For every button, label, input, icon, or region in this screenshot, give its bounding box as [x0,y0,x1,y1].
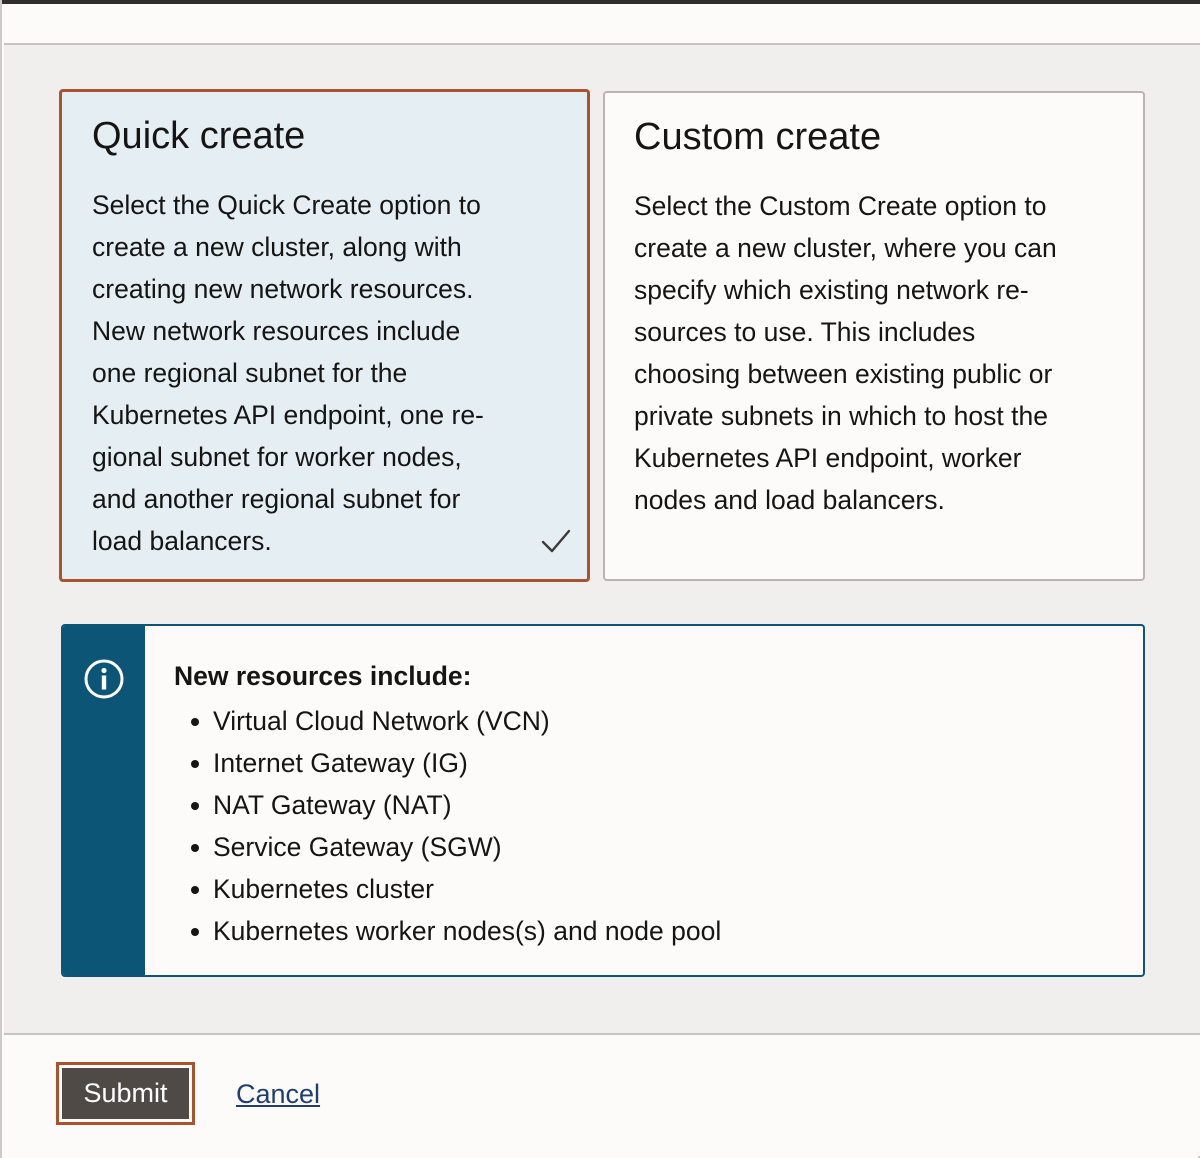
checkmark-icon [541,529,571,553]
custom-create-description: Select the Custom Create option to creat… [634,191,1057,515]
info-stripe [63,626,145,975]
custom-create-option[interactable]: Custom create Select the Custom Create o… [603,91,1145,581]
resource-list-item: Internet Gateway (IG) [190,742,721,784]
resource-list-item: NAT Gateway (NAT) [190,784,721,826]
resource-list-item: Kubernetes worker nodes(s) and node pool [190,910,721,952]
resource-list-item: Virtual Cloud Network (VCN) [190,700,721,742]
info-message: New resources include: Virtual Cloud Net… [61,624,1145,977]
custom-create-title: Custom create [634,116,882,158]
info-icon [84,659,124,699]
info-heading: New resources include: [174,661,472,691]
quick-create-option[interactable]: Quick create Select the Quick Create opt… [59,89,590,582]
resource-list-item: Service Gateway (SGW) [190,826,721,868]
quick-create-title: Quick create [92,115,306,157]
submit-button-label: Submit [62,1068,189,1119]
quick-create-description: Select the Quick Create option to create… [92,190,484,556]
top-rule [2,0,1200,4]
dialog-header [4,4,1200,45]
resource-list-item: Kubernetes cluster [190,868,721,910]
submit-button[interactable]: Submit [56,1062,195,1125]
cancel-link[interactable]: Cancel [236,1079,321,1109]
dialog-footer [4,1033,1200,1156]
resource-list: Virtual Cloud Network (VCN) Internet Gat… [190,700,721,952]
